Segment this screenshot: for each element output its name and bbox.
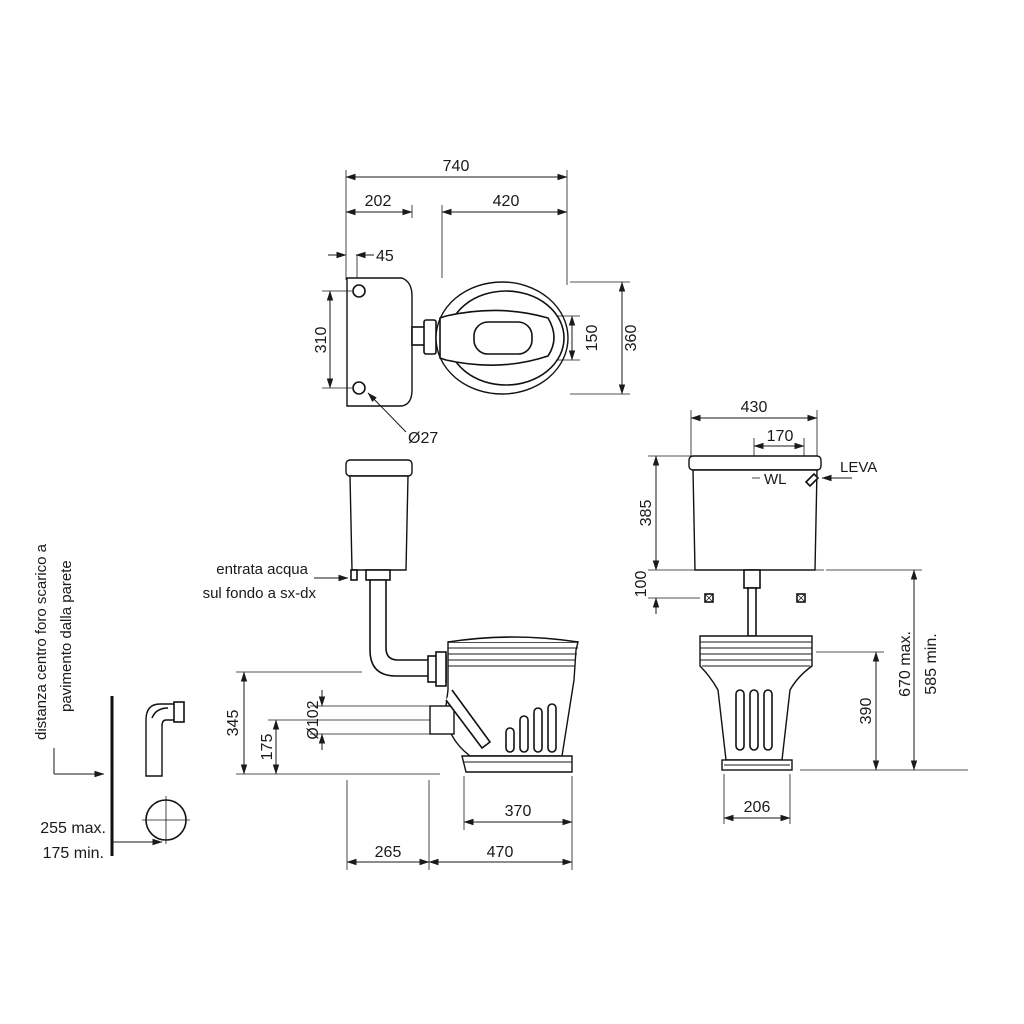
dim-175-label: 175 [259, 734, 276, 761]
dim-370-label: 370 [505, 803, 532, 820]
dim-740-label: 740 [443, 158, 470, 175]
dim-670-label: 670 max. [897, 631, 914, 697]
outlet-detail: distanza centro foro scarico a pavimento… [33, 543, 190, 862]
outlet-note-line-1: distanza centro foro scarico a [33, 543, 50, 740]
front-view: 430 170 WL LEVA 385 100 [633, 399, 968, 824]
dim-hole-label: Ø27 [408, 430, 438, 447]
dim-150-label: 150 [584, 325, 601, 352]
dim-202-label: 202 [365, 193, 392, 210]
dim-470-label: 470 [487, 844, 514, 861]
side-view: entrata acqua sul fondo a sx-dx 345 175 … [203, 459, 579, 870]
outlet-dim-min: 175 min. [43, 845, 104, 862]
dim-206-label: 206 [744, 799, 771, 816]
dim-585-label: 585 min. [923, 633, 940, 694]
fixing-point-left [704, 593, 714, 603]
leva-label: LEVA [840, 459, 877, 476]
dim-45-label: 45 [376, 248, 394, 265]
dim-360-label: 360 [623, 325, 640, 352]
water-inlet-label-2: sul fondo a sx-dx [203, 585, 317, 602]
wl-label: WL [764, 471, 787, 488]
dim-385-label: 385 [638, 500, 655, 527]
outlet-note-line-2: pavimento dalla parete [58, 560, 75, 712]
water-inlet-label-1: entrata acqua [216, 561, 308, 578]
fixing-point-right [796, 593, 806, 603]
dim-420-label: 420 [493, 193, 520, 210]
dim-430-label: 430 [741, 399, 768, 416]
dim-390-label: 390 [858, 698, 875, 725]
outlet-dim-max: 255 max. [40, 820, 106, 837]
dim-100-label: 100 [633, 571, 650, 598]
dim-170-label: 170 [767, 428, 794, 445]
top-view: 740 202 420 45 310 150 [313, 158, 640, 447]
dim-265-label: 265 [375, 844, 402, 861]
dim-345-label: 345 [225, 710, 242, 737]
dim-310-label: 310 [313, 327, 330, 354]
dim-outlet-label: Ø102 [305, 700, 322, 739]
